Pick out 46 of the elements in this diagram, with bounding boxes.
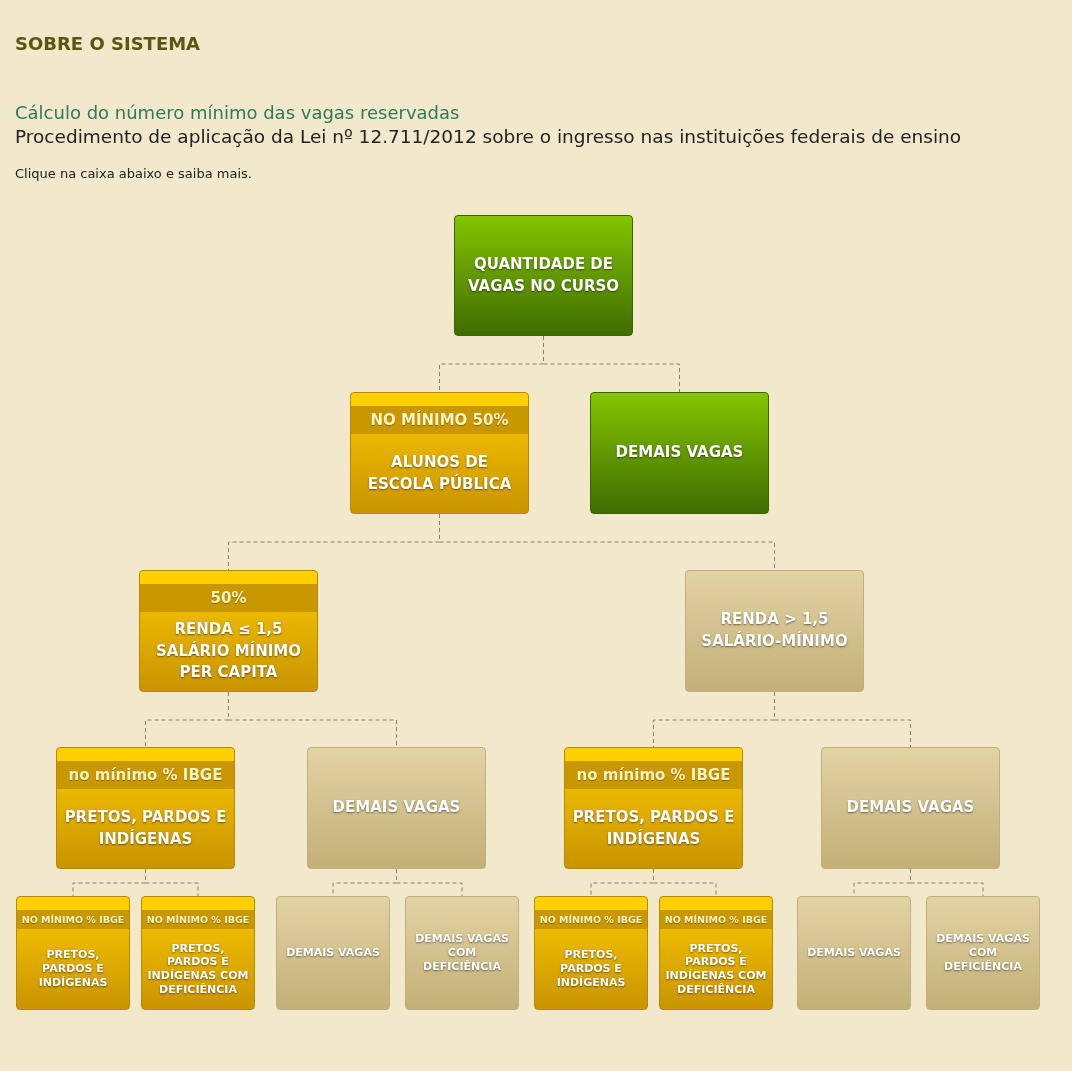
- remaining-box: [307, 747, 486, 869]
- quota-box: [350, 392, 529, 514]
- percentage-label: NO MÍNIMO 50%: [351, 406, 528, 434]
- remaining-box: [926, 896, 1040, 1010]
- instruction-text: Clique na caixa abaixo e saiba mais.: [15, 166, 252, 181]
- box-label: PRETOS, PARDOS E INDÍGENAS: [571, 806, 736, 850]
- quota-box: [534, 896, 648, 1010]
- box-label: PRETOS, PARDOS E INDÍGENAS: [555, 948, 627, 990]
- category-box: [454, 215, 633, 336]
- remaining-box: [405, 896, 519, 1010]
- remaining-box: [821, 747, 1000, 869]
- subheading: Cálculo do número mínimo das vagas reservadas: [15, 102, 460, 123]
- remaining-box: [685, 570, 864, 692]
- quota-box: [141, 896, 255, 1010]
- percentage-label: NO MÍNIMO % IBGE: [142, 910, 254, 929]
- box-label: DEMAIS VAGAS: [286, 946, 380, 960]
- remaining-box: [276, 896, 390, 1010]
- quota-box: [564, 747, 743, 869]
- box-label: ALUNOS DE ESCOLA PÚBLICA: [366, 451, 513, 495]
- box-label: DEMAIS VAGAS COM DEFICIÊNCIA: [935, 932, 1031, 974]
- box-label: DEMAIS VAGAS: [615, 442, 744, 464]
- percentage-label: NO MÍNIMO % IBGE: [535, 910, 647, 929]
- box-label: PRETOS, PARDOS E INDÍGENAS: [37, 948, 109, 990]
- box-label: RENDA ≤ 1,5 SALÁRIO MÍNIMO PER CAPITA: [155, 618, 302, 684]
- box-label: PRETOS, PARDOS E INDÍGENAS COM DEFICIÊNCIA: [146, 941, 250, 997]
- remaining-box: [797, 896, 911, 1010]
- quota-box: [16, 896, 130, 1010]
- box-label: DEMAIS VAGAS: [846, 797, 975, 819]
- box-label: DEMAIS VAGAS: [332, 797, 461, 819]
- percentage-label: 50%: [140, 584, 317, 612]
- box-label: PRETOS, PARDOS E INDÍGENAS COM DEFICIÊNCIA: [664, 941, 768, 997]
- percentage-label: no mínimo % IBGE: [57, 761, 234, 789]
- quota-box: [139, 570, 318, 692]
- box-label: PRETOS, PARDOS E INDÍGENAS: [63, 806, 228, 850]
- box-label: DEMAIS VAGAS: [807, 946, 901, 960]
- quota-box: [659, 896, 773, 1010]
- category-box: [590, 392, 769, 514]
- description-text: Procedimento de aplicação da Lei nº 12.711/2012 sobre o ingresso nas instituições federais de ensino: [15, 126, 962, 147]
- box-label: DEMAIS VAGAS COM DEFICIÊNCIA: [414, 932, 510, 974]
- box-label: QUANTIDADE DE VAGAS NO CURSO: [467, 253, 620, 297]
- box-label: RENDA > 1,5 SALÁRIO-MÍNIMO: [700, 609, 849, 652]
- page-heading: SOBRE O SISTEMA: [15, 33, 201, 54]
- quota-box: [56, 747, 235, 869]
- percentage-label: NO MÍNIMO % IBGE: [660, 910, 772, 929]
- percentage-label: NO MÍNIMO % IBGE: [17, 910, 129, 929]
- percentage-label: no mínimo % IBGE: [565, 761, 742, 789]
